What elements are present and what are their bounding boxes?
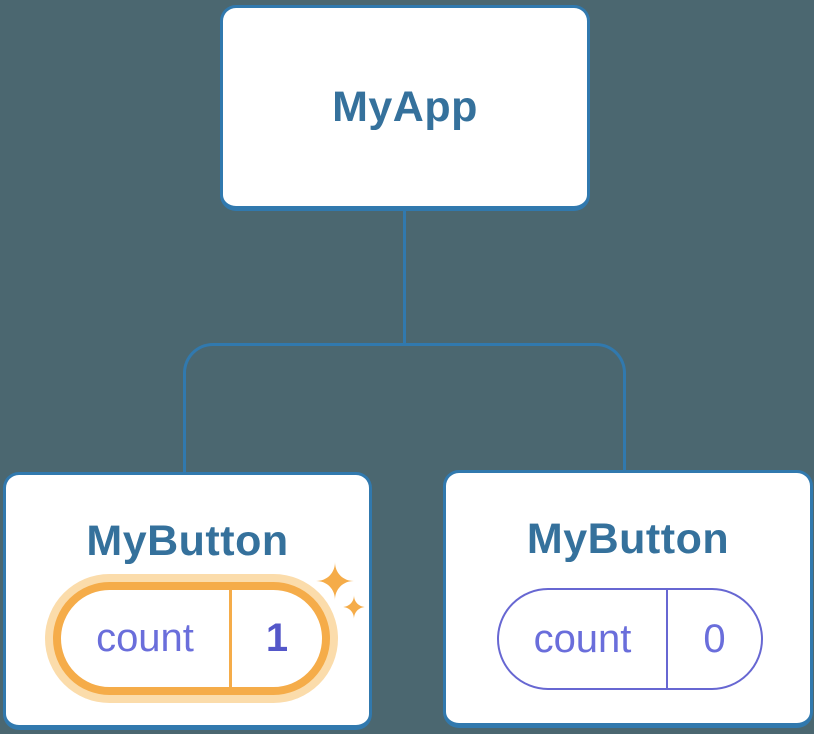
- state-value: 0: [666, 590, 761, 688]
- state-pill: count 0: [497, 588, 763, 690]
- node-title: MyApp: [332, 82, 478, 131]
- state-value: 1: [229, 590, 322, 687]
- connector-branch-line: [183, 343, 626, 474]
- node-myapp: MyApp: [220, 5, 590, 211]
- node-title: MyButton: [86, 517, 289, 565]
- state-label: count: [533, 616, 632, 661]
- state-label: count: [96, 616, 194, 660]
- state-pill-highlighted: count 1: [53, 582, 330, 695]
- connector-trunk-line: [403, 210, 406, 346]
- node-title: MyButton: [526, 515, 730, 563]
- sparkle-icon: [316, 562, 366, 619]
